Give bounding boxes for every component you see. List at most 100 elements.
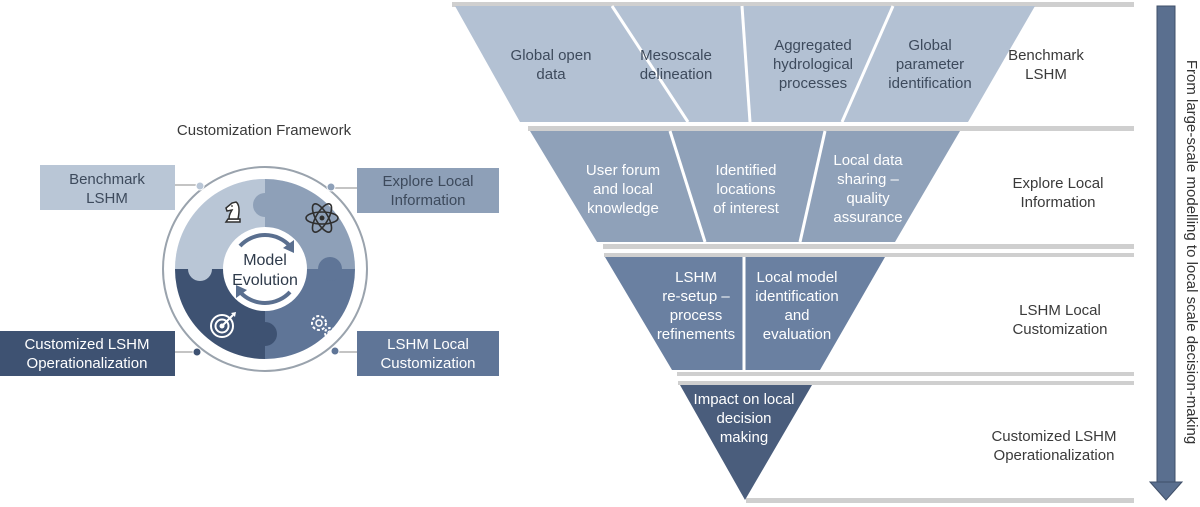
cell-text: Local data bbox=[833, 152, 903, 169]
stage-box-label: Explore Local bbox=[383, 173, 474, 190]
gears-icon bbox=[311, 315, 336, 339]
funnel-cell: Global parameter identification bbox=[888, 37, 971, 92]
funnel-level-2: User forum and local knowledge Identifie… bbox=[530, 130, 1104, 243]
cell-text: Global bbox=[908, 37, 951, 54]
cycle-arrowhead-top bbox=[283, 240, 294, 253]
cell-text: Identified bbox=[716, 162, 777, 179]
customization-framework: Customization Framework Model Evolution bbox=[0, 122, 499, 376]
scale-arrowhead bbox=[1148, 481, 1184, 501]
separator-bar bbox=[604, 253, 1134, 257]
stage-box-label: Customized LSHM bbox=[24, 336, 149, 353]
scale-arrow-label: From large-scale modelling to local scal… bbox=[1183, 60, 1200, 444]
funnel-level-1: Global open data Mesoscale delineation A… bbox=[455, 5, 1084, 123]
cell-text: identification bbox=[888, 75, 971, 92]
funnel-cell: Local model identification and evaluatio… bbox=[755, 269, 838, 343]
stage-box-label: Customization bbox=[380, 355, 475, 372]
funnel-cell: Mesoscale delineation bbox=[640, 47, 713, 83]
stage-box-label: Benchmark bbox=[69, 171, 145, 188]
cell-text: and local bbox=[593, 181, 653, 198]
level-label: Benchmark bbox=[1008, 47, 1084, 64]
cell-text: refinements bbox=[657, 326, 735, 343]
cell-text: assurance bbox=[833, 209, 902, 226]
funnel: Global open data Mesoscale delineation A… bbox=[452, 2, 1134, 503]
separator-bar bbox=[746, 498, 1134, 503]
cell-text: Local model bbox=[757, 269, 838, 286]
cell-text: parameter bbox=[896, 56, 964, 73]
funnel-cell: User forum and local knowledge bbox=[586, 162, 660, 217]
center-label-line2: Evolution bbox=[232, 272, 298, 289]
cell-text: evaluation bbox=[763, 326, 831, 343]
connector-dot bbox=[192, 347, 202, 357]
cell-text: User forum bbox=[586, 162, 660, 179]
cell-text: Mesoscale bbox=[640, 47, 712, 64]
cell-divider bbox=[840, 5, 895, 123]
cell-text: Global open bbox=[511, 47, 592, 64]
stage-box-customization: LSHM Local Customization bbox=[357, 331, 499, 376]
level-label: Explore Local bbox=[1013, 175, 1104, 192]
cell-divider bbox=[668, 130, 707, 243]
cycle-arrowhead-bottom bbox=[236, 285, 247, 298]
cell-text: data bbox=[536, 66, 566, 83]
separator-bar bbox=[678, 381, 1134, 385]
cell-text: re-setup – bbox=[662, 288, 730, 305]
separator-bar bbox=[528, 126, 1134, 131]
puzzle-tab bbox=[253, 322, 277, 346]
chess-knight-icon bbox=[224, 201, 241, 223]
cell-divider bbox=[610, 5, 690, 123]
level-label: Operationalization bbox=[994, 447, 1115, 464]
puzzle-tab bbox=[253, 193, 277, 217]
funnel-level-4: Impact on local decision making Customiz… bbox=[680, 385, 1117, 500]
cell-text: process bbox=[670, 307, 723, 324]
stage-box-operationalization: Customized LSHM Operationalization bbox=[0, 331, 175, 376]
puzzle-tab bbox=[318, 257, 342, 281]
funnel-cell: Local data sharing – quality assurance bbox=[833, 152, 903, 226]
puzzle-tab bbox=[188, 257, 212, 281]
cycle-arrow-bottom bbox=[238, 290, 292, 305]
cycle-arrow-top bbox=[238, 233, 292, 248]
cell-divider bbox=[740, 5, 752, 123]
level-label: Customization bbox=[1012, 321, 1107, 338]
cell-text: Impact on local bbox=[694, 391, 795, 408]
scale-arrow: From large-scale modelling to local scal… bbox=[1148, 5, 1200, 501]
stage-box-explore: Explore Local Information bbox=[357, 168, 499, 213]
stage-box-label: LSHM bbox=[86, 190, 128, 207]
funnel-level-3: LSHM re-setup – process refinements Loca… bbox=[605, 257, 1108, 370]
cell-text: decision bbox=[716, 410, 771, 427]
separator-bar bbox=[452, 2, 1134, 7]
cell-text: quality bbox=[846, 190, 890, 207]
cell-text: processes bbox=[779, 75, 847, 92]
cell-text: of interest bbox=[713, 200, 780, 217]
level-label: Information bbox=[1020, 194, 1095, 211]
center-label-line1: Model bbox=[243, 252, 287, 269]
connector-dot bbox=[330, 346, 340, 356]
center-circle bbox=[223, 227, 307, 311]
level-label: LSHM Local bbox=[1019, 302, 1101, 319]
framework-title: Customization Framework bbox=[177, 122, 352, 139]
separator-bar bbox=[603, 244, 1134, 249]
cell-text: and bbox=[784, 307, 809, 324]
funnel-level-2-band bbox=[530, 131, 960, 242]
funnel-level-4-band bbox=[680, 385, 812, 500]
stage-box-benchmark: Benchmark LSHM bbox=[40, 165, 175, 210]
scale-arrow-shaft bbox=[1156, 5, 1176, 483]
connector-dot bbox=[195, 181, 205, 191]
funnel-cell: Identified locations of interest bbox=[713, 162, 780, 217]
stage-box-label: LSHM Local bbox=[387, 336, 469, 353]
cell-text: making bbox=[720, 429, 768, 446]
funnel-cell: Impact on local decision making bbox=[694, 391, 795, 446]
funnel-cell: LSHM re-setup – process refinements bbox=[657, 269, 735, 343]
cell-text: hydrological bbox=[773, 56, 853, 73]
cell-text: Aggregated bbox=[774, 37, 852, 54]
stage-box-label: Information bbox=[390, 192, 465, 209]
cell-text: delineation bbox=[640, 66, 713, 83]
atom-icon bbox=[305, 203, 339, 233]
level-label: LSHM bbox=[1025, 66, 1067, 83]
connector-dot bbox=[326, 182, 336, 192]
funnel-cell: Aggregated hydrological processes bbox=[773, 37, 853, 92]
stage-box-label: Operationalization bbox=[27, 355, 148, 372]
cell-text: sharing – bbox=[837, 171, 899, 188]
cell-text: LSHM bbox=[675, 269, 717, 286]
cell-divider bbox=[798, 130, 827, 243]
